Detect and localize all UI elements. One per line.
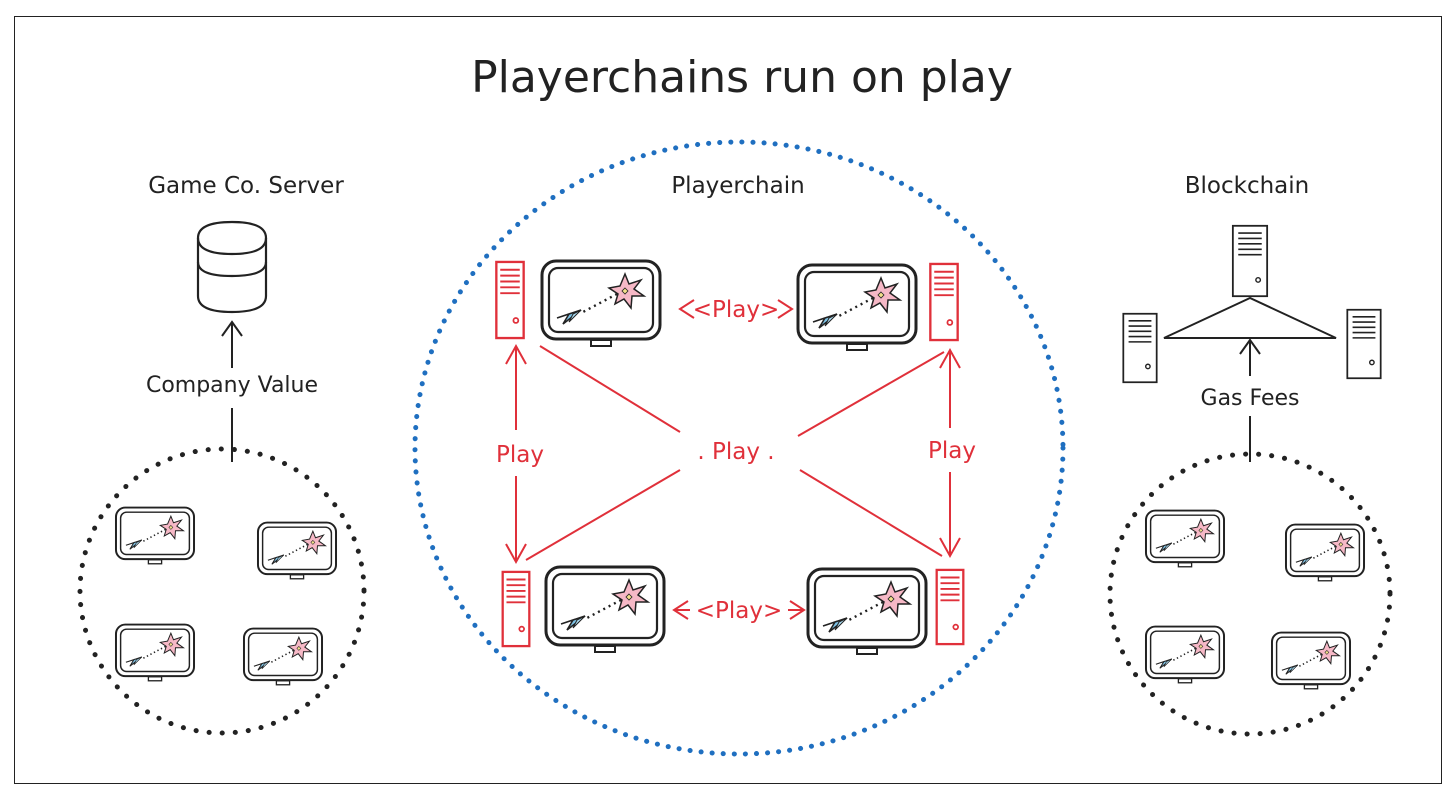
left-monitor-1 [114, 506, 196, 565]
diagram-title: Playerchains run on play [471, 52, 1013, 103]
monitor-bottom-left [544, 565, 666, 654]
label-game-co-server: Game Co. Server [148, 173, 344, 199]
label-blockchain: Blockchain [1185, 173, 1310, 199]
label-company-value: Company Value [146, 373, 318, 398]
monitor-top-right [796, 263, 918, 352]
play-label-left: Play [496, 442, 544, 468]
play-label-top: <Play> [693, 297, 780, 323]
right-player-cluster [1107, 451, 1393, 737]
server-left [1122, 312, 1158, 384]
play-label-center: . Play . [697, 439, 774, 465]
left-monitor-3 [114, 623, 196, 682]
right-monitor-3 [1144, 625, 1226, 684]
tower-bottom-left [501, 570, 531, 648]
right-monitor-4 [1270, 631, 1352, 690]
blockchain-network-lines [1163, 296, 1337, 339]
left-monitor-4 [242, 627, 324, 686]
tower-bottom-right [935, 568, 965, 646]
database-icon [196, 220, 268, 314]
monitor-bottom-right [806, 567, 928, 656]
play-label-right: Play [928, 438, 976, 464]
monitor-top-left [540, 259, 662, 348]
right-monitor-1 [1144, 509, 1226, 568]
left-monitor-2 [256, 521, 338, 580]
diagram-frame [14, 16, 1442, 784]
company-value-arrow [221, 320, 243, 462]
play-links [505, 299, 961, 620]
gas-fees-arrow [1239, 338, 1261, 462]
server-top [1231, 224, 1269, 298]
left-player-cluster [77, 446, 367, 736]
tower-top-left [495, 260, 525, 340]
playerchain-circle [412, 139, 1066, 757]
tower-top-right [929, 262, 959, 342]
right-monitor-2 [1284, 523, 1366, 582]
play-label-bottom: <Play> [696, 598, 783, 624]
label-playerchain: Playerchain [671, 173, 804, 199]
server-right [1346, 308, 1382, 380]
label-gas-fees: Gas Fees [1201, 386, 1300, 411]
